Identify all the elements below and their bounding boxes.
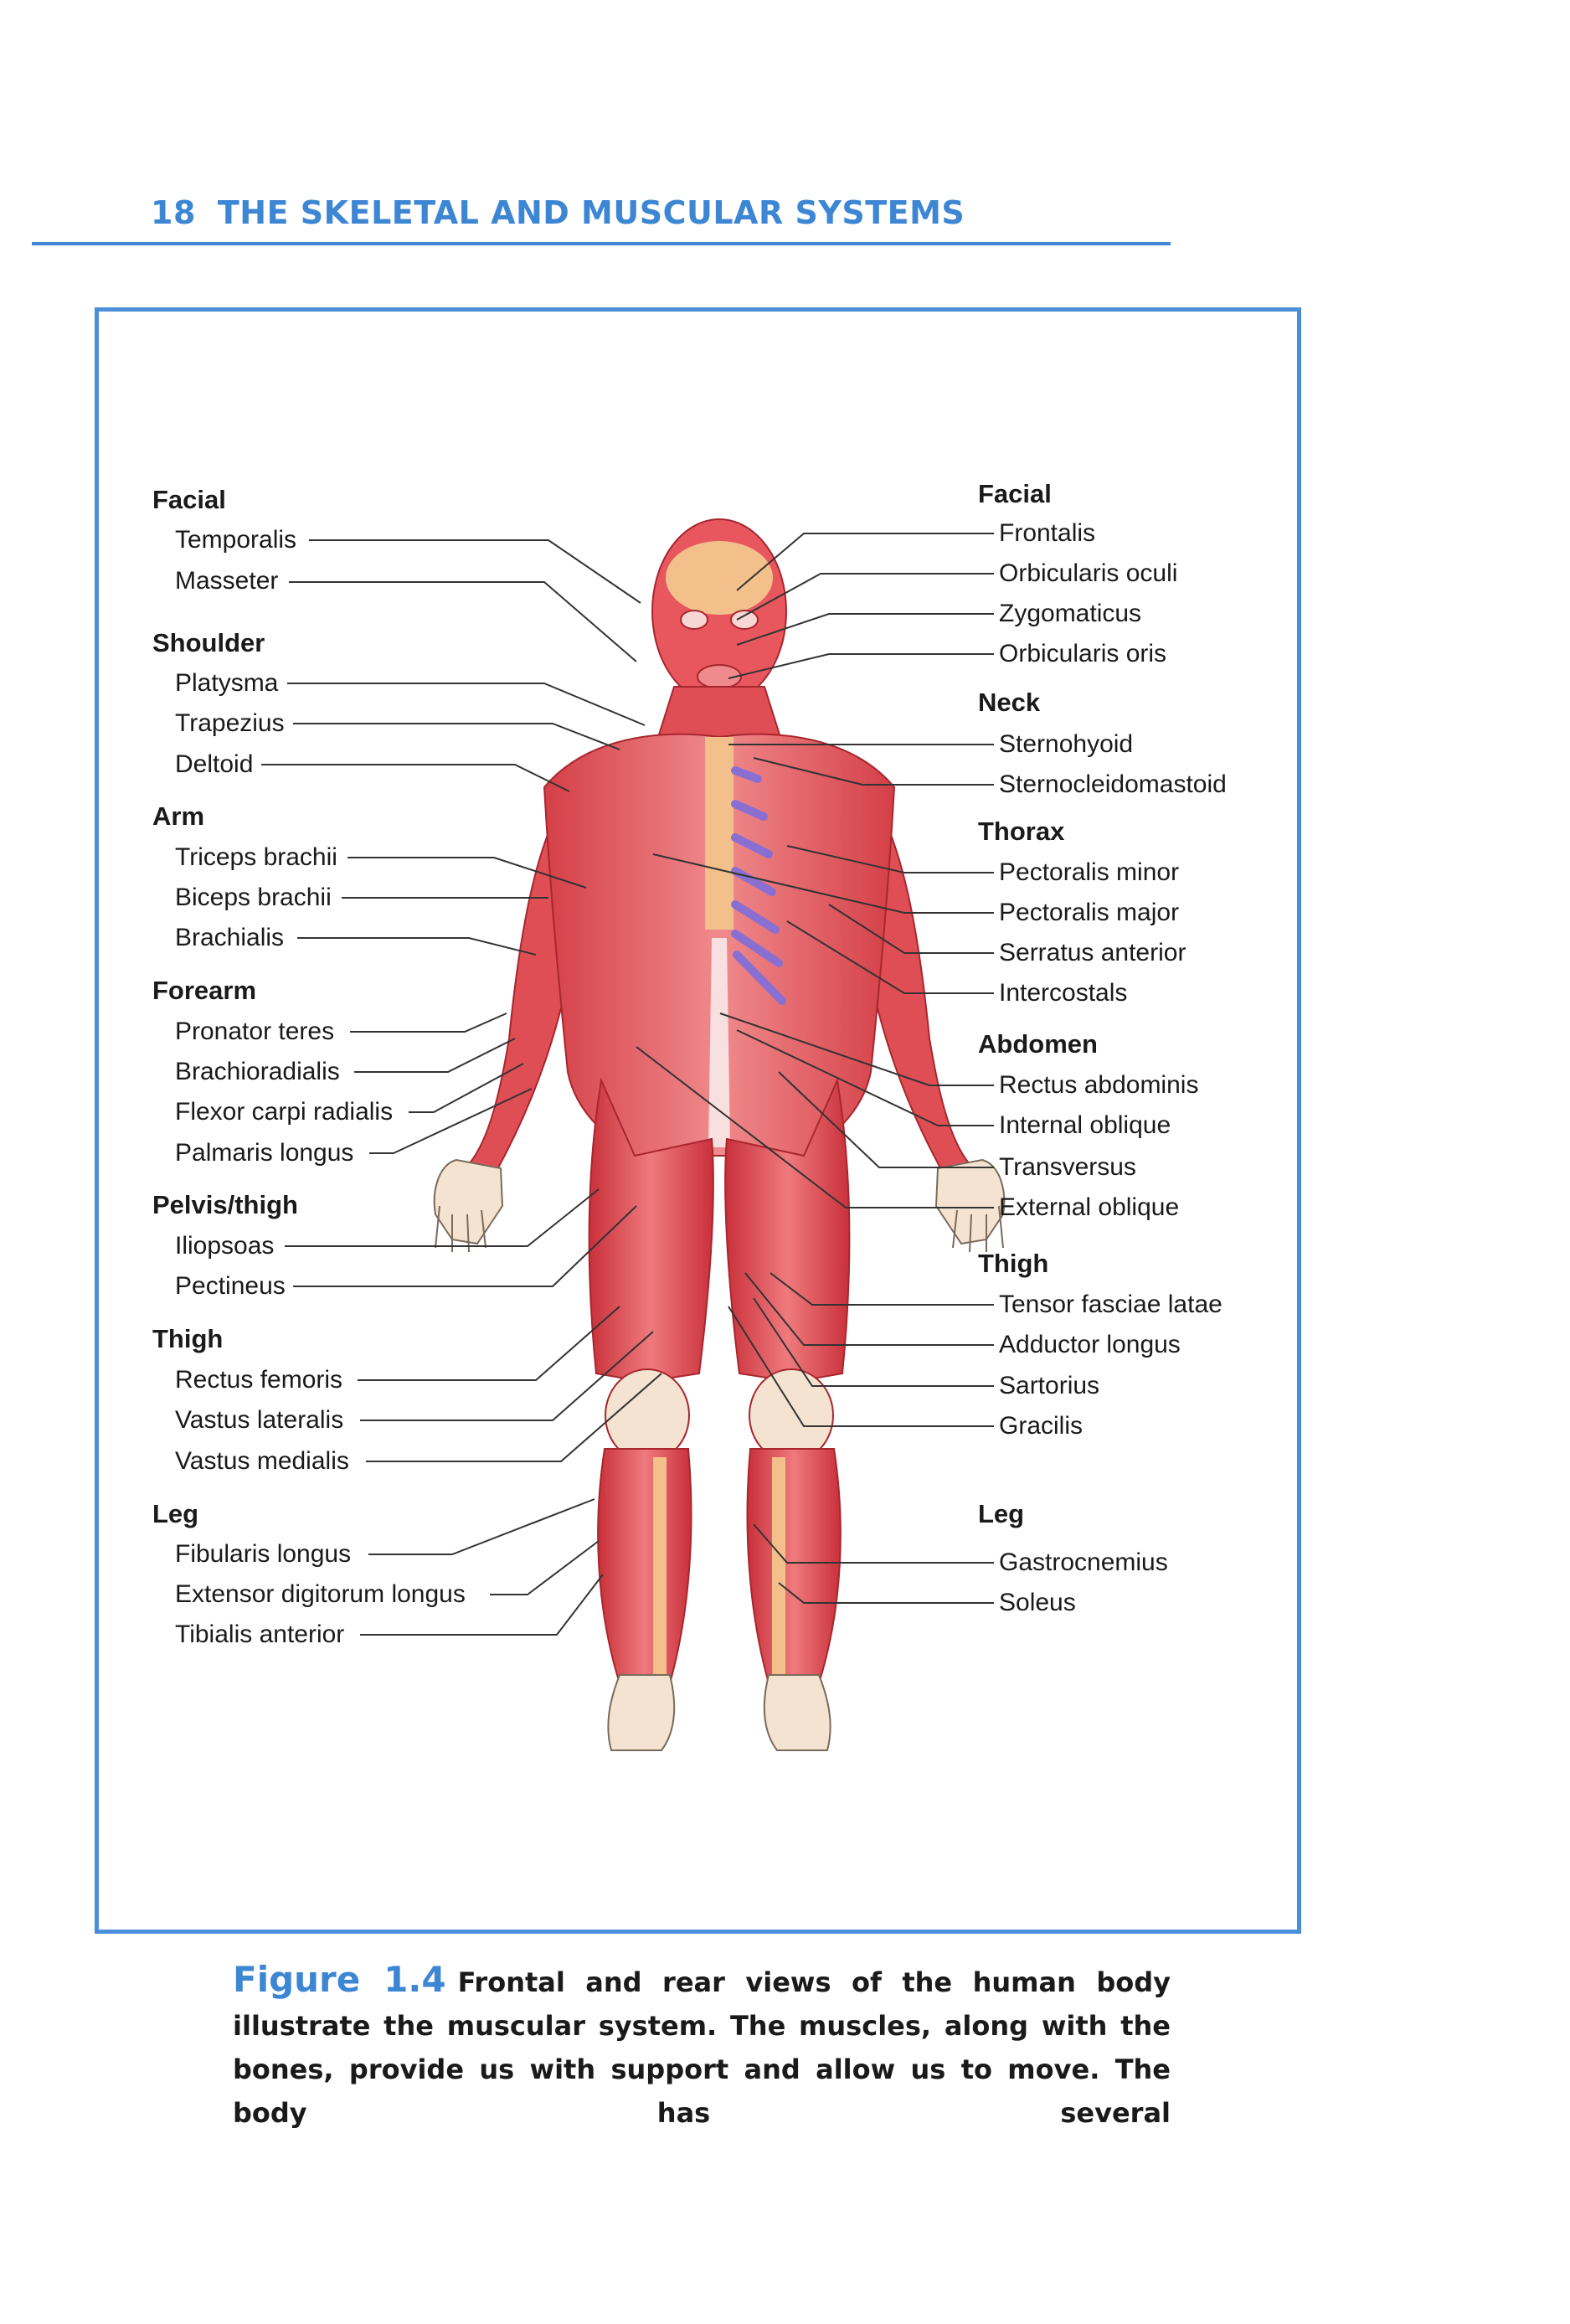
label-biceps-brachii: Biceps brachii: [175, 884, 332, 911]
leader-lines-right: [636, 533, 994, 1604]
label-deltoid: Deltoid: [175, 750, 254, 778]
label-extensor-digitorum-longus: Extensor digitorum longus: [175, 1580, 466, 1608]
label-pronator-teres: Pronator teres: [175, 1018, 335, 1045]
label-sternohyoid: Sternohyoid: [999, 730, 1134, 758]
label-tibialis-anterior: Tibialis anterior: [175, 1621, 345, 1648]
group-heading-abdomen: Abdomen: [978, 1029, 1098, 1059]
body-figure: [433, 518, 1006, 1751]
label-sternocleidomastoid: Sternocleidomastoid: [999, 770, 1227, 798]
label-pectineus: Pectineus: [175, 1272, 286, 1300]
label-serratus-anterior: Serratus anterior: [999, 939, 1187, 966]
label-sartorius: Sartorius: [999, 1372, 1100, 1399]
label-adductor-longus: Adductor longus: [999, 1331, 1181, 1358]
group-heading-arm: Arm: [152, 801, 205, 831]
rib-cartilage: [731, 766, 786, 1005]
group-heading-leg-left: Leg: [152, 1499, 199, 1528]
label-brachialis: Brachialis: [175, 924, 285, 951]
label-frontalis: Frontalis: [999, 519, 1096, 547]
label-external-oblique: External oblique: [999, 1193, 1180, 1221]
group-heading-thorax: Thorax: [978, 817, 1065, 846]
right-foot: [763, 1674, 831, 1751]
group-heading-shoulder: Shoulder: [152, 628, 265, 657]
label-pectoralis-major: Pectoralis major: [999, 899, 1180, 926]
left-lower-leg: [597, 1448, 692, 1684]
label-rectus-abdominis: Rectus abdominis: [999, 1071, 1199, 1099]
group-heading-pelvis-thigh: Pelvis/thigh: [152, 1190, 298, 1219]
label-intercostals: Intercostals: [999, 979, 1128, 1007]
right-lower-leg: [746, 1448, 842, 1684]
right-knee: [749, 1368, 834, 1462]
label-internal-oblique: Internal oblique: [999, 1111, 1171, 1139]
left-knee: [605, 1368, 690, 1462]
caption-text: Frontal and rear views of the human body…: [233, 1966, 1171, 2129]
group-heading-leg-right: Leg: [978, 1499, 1025, 1528]
label-pectoralis-minor: Pectoralis minor: [999, 858, 1180, 886]
left-hand: [433, 1158, 504, 1253]
label-soleus: Soleus: [999, 1589, 1076, 1616]
group-heading-thigh-right: Thigh: [978, 1249, 1049, 1278]
label-orbicularis-oris: Orbicularis oris: [999, 640, 1167, 667]
group-heading-facial-left: Facial: [152, 485, 226, 514]
label-platysma: Platysma: [175, 669, 279, 697]
label-trapezius: Trapezius: [175, 709, 285, 737]
running-header: 18 THE SKELETAL AND MUSCULAR SYSTEMS: [151, 194, 965, 231]
left-foot: [607, 1674, 676, 1751]
header-rule: [32, 242, 1171, 245]
label-zygomaticus: Zygomaticus: [999, 600, 1142, 627]
figure-label: Figure 1.4: [233, 1959, 446, 2000]
label-iliopsoas: Iliopsoas: [175, 1232, 275, 1260]
label-gastrocnemius: Gastrocnemius: [999, 1548, 1168, 1576]
right-hand: [934, 1158, 1006, 1253]
linea-alba: [708, 938, 730, 1147]
figure-frame: [95, 307, 1301, 1934]
label-transversus: Transversus: [999, 1153, 1136, 1181]
leader-lines-left: [261, 539, 662, 1636]
label-gracilis: Gracilis: [999, 1412, 1084, 1440]
label-rectus-femoris: Rectus femoris: [175, 1366, 343, 1394]
group-heading-forearm: Forearm: [152, 976, 257, 1005]
label-fibularis-longus: Fibularis longus: [175, 1540, 352, 1568]
label-vastus-medialis: Vastus medialis: [175, 1447, 349, 1475]
sternum: [705, 737, 734, 930]
page-number: 18: [151, 194, 196, 231]
label-flexor-carpi-radialis: Flexor carpi radialis: [175, 1098, 394, 1126]
label-triceps-brachii: Triceps brachii: [175, 843, 337, 871]
label-brachioradialis: Brachioradialis: [175, 1058, 340, 1085]
chapter-title: THE SKELETAL AND MUSCULAR SYSTEMS: [217, 194, 965, 231]
label-palmaris-longus: Palmaris longus: [175, 1139, 354, 1167]
group-heading-neck: Neck: [978, 688, 1041, 717]
group-heading-thigh-left: Thigh: [152, 1324, 224, 1353]
label-orbicularis-oculi: Orbicularis oculi: [999, 559, 1178, 587]
label-masseter: Masseter: [175, 567, 279, 595]
group-heading-facial-right: Facial: [978, 479, 1052, 508]
label-tensor-fasciae-latae: Tensor fasciae latae: [999, 1291, 1223, 1318]
label-temporalis: Temporalis: [175, 526, 297, 554]
scalp: [666, 541, 773, 615]
label-vastus-lateralis: Vastus lateralis: [175, 1406, 344, 1434]
